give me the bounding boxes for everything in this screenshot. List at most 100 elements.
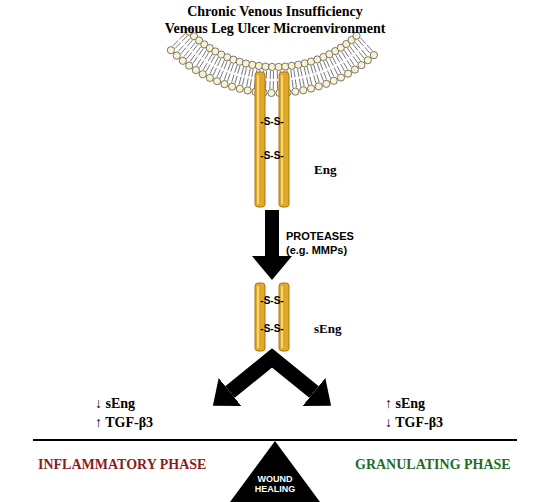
lipid-head bbox=[236, 85, 243, 92]
lipid-head bbox=[167, 47, 174, 54]
lipid-tail bbox=[350, 46, 355, 52]
lipid-tail bbox=[193, 45, 198, 51]
lipid-tail bbox=[252, 69, 253, 77]
node-outline bbox=[252, 283, 292, 351]
split-arrow bbox=[230, 358, 314, 392]
lipid-tail bbox=[307, 67, 309, 75]
lipid-head bbox=[268, 63, 275, 70]
phase-label: INFLAMMATORY PHASE bbox=[38, 457, 206, 473]
lipid-tail bbox=[210, 66, 214, 73]
lipid-tail bbox=[341, 64, 345, 71]
lipid-tail bbox=[317, 74, 319, 82]
lipid-tail bbox=[321, 73, 324, 81]
chain-highlight bbox=[257, 75, 259, 204]
lipid-head bbox=[292, 88, 299, 95]
level-label: ↑ sEng bbox=[385, 396, 425, 412]
lipid-head bbox=[337, 74, 344, 81]
lipid-tail bbox=[295, 79, 296, 87]
lipid-head bbox=[262, 63, 269, 70]
lipid-tail bbox=[193, 57, 198, 64]
node-label: WOUND HEALING bbox=[247, 474, 303, 494]
endoglin-dimer: -S-S--S-S-sEng bbox=[252, 283, 292, 351]
protein-chain bbox=[255, 283, 265, 351]
lipid-head bbox=[199, 71, 206, 78]
lipid-tail bbox=[292, 80, 293, 88]
lipid-head bbox=[221, 81, 228, 88]
lipid-tail bbox=[269, 81, 270, 89]
lipid-tail bbox=[239, 77, 241, 85]
lipid-tail bbox=[299, 79, 300, 87]
level-label: ↓ TGF-β3 bbox=[385, 415, 443, 431]
lipid-tail bbox=[337, 66, 341, 73]
protein-chain bbox=[255, 72, 265, 207]
lipid-tail bbox=[347, 48, 352, 55]
lipid-tail bbox=[203, 63, 207, 70]
lipid-tail bbox=[334, 67, 337, 74]
lipid-head bbox=[282, 63, 289, 70]
lipid-tail bbox=[353, 56, 358, 63]
lipid-head bbox=[358, 62, 365, 69]
protein-name: sEng bbox=[314, 321, 341, 336]
edge-label: PROTEASES (e.g. MMPs) bbox=[286, 229, 368, 257]
lipid-tail bbox=[235, 76, 237, 84]
lipid-tail bbox=[211, 56, 215, 63]
lipid-tail bbox=[231, 64, 234, 72]
lipid-tail bbox=[199, 49, 204, 56]
node-outline bbox=[252, 72, 292, 207]
lipid-tail bbox=[330, 58, 333, 65]
lipid-head bbox=[344, 70, 351, 77]
chain-highlight bbox=[257, 286, 259, 348]
lipid-head bbox=[275, 63, 282, 70]
lipid-tail bbox=[307, 77, 309, 85]
lipid-tail bbox=[347, 60, 351, 67]
lipid-tail bbox=[199, 61, 203, 68]
balance-beam bbox=[33, 439, 517, 441]
lipid-head bbox=[330, 77, 337, 84]
level-label: ↓ sEng bbox=[95, 396, 135, 412]
lipid-head bbox=[179, 57, 186, 64]
lipid-tail bbox=[190, 55, 195, 61]
lipid-head bbox=[192, 66, 199, 73]
lipid-tail bbox=[175, 43, 181, 49]
fulcrum-triangle: WOUND HEALING bbox=[230, 441, 320, 502]
lipid-tail bbox=[273, 81, 274, 89]
lipid-tail bbox=[291, 70, 292, 78]
diagram-title: Chronic Venous Insufficiency Venous Leg … bbox=[140, 3, 410, 37]
endoglin-dimer: -S-S--S-S-Eng bbox=[252, 72, 292, 207]
lipid-tail bbox=[228, 63, 231, 70]
lipid-tail bbox=[250, 79, 251, 87]
lipid-tail bbox=[277, 71, 278, 79]
lipid-head bbox=[242, 60, 249, 67]
lipid-tail bbox=[303, 78, 305, 86]
lipid-tail bbox=[242, 77, 244, 85]
lipid-tail bbox=[320, 63, 323, 70]
lipid-head bbox=[351, 66, 358, 73]
lipid-tail bbox=[336, 55, 340, 62]
lipid-tail bbox=[314, 65, 316, 73]
lipid-tail bbox=[249, 69, 251, 77]
lipid-head bbox=[323, 80, 330, 87]
lipid-head bbox=[288, 62, 295, 69]
lipid-tail bbox=[245, 68, 247, 76]
lipid-tail bbox=[344, 62, 348, 69]
level-label: ↑ TGF-β3 bbox=[95, 415, 153, 431]
lipid-tail bbox=[247, 78, 249, 86]
lipid-tail bbox=[342, 52, 346, 59]
lipid-head bbox=[186, 62, 193, 69]
lipid-tail bbox=[202, 51, 206, 58]
lipid-tail bbox=[327, 70, 330, 77]
lipid-tail bbox=[324, 61, 327, 68]
lipid-tail bbox=[338, 54, 342, 61]
lipid-tail bbox=[208, 54, 212, 61]
lipid-tail bbox=[359, 52, 364, 58]
lipid-tail bbox=[238, 66, 240, 74]
lipid-head bbox=[229, 83, 236, 90]
lipid-tail bbox=[206, 64, 210, 71]
lipid-tail bbox=[217, 59, 220, 66]
lipid-tail bbox=[360, 38, 365, 44]
lipid-tail bbox=[294, 70, 295, 78]
lipid-tail bbox=[367, 45, 372, 51]
lipid-tail bbox=[324, 72, 327, 79]
lipid-tail bbox=[311, 66, 313, 74]
